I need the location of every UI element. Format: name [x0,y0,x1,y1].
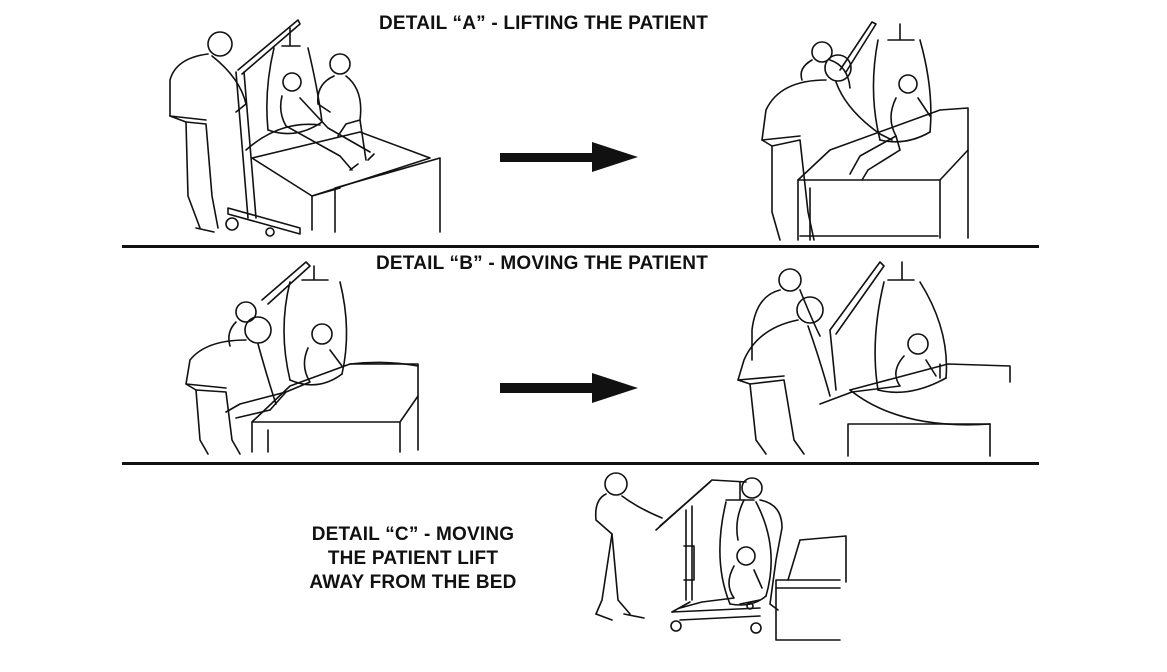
detail-b-after-illustration [738,262,1010,456]
detail-c-illustration [596,473,846,640]
right-arrow-icon [500,142,638,172]
detail-a-before-illustration [170,20,440,236]
detail-c-title: DETAIL “C” - MOVING THE PATIENT LIFT AWA… [282,523,544,595]
detail-a-after-illustration [762,22,968,240]
section-divider-1 [122,245,1039,248]
detail-c-title-line-3: AWAY FROM THE BED [309,572,517,593]
detail-b-title: DETAIL “B” - MOVING THE PATIENT [376,253,709,274]
section-divider-2 [122,462,1039,465]
right-arrow-icon [500,373,638,403]
detail-b-before-illustration [186,262,418,454]
detail-c-title-line-1: DETAIL “C” - MOVING [311,524,515,545]
detail-a-title: DETAIL “A” - LIFTING THE PATIENT [379,13,709,34]
detail-c-title-line-2: THE PATIENT LIFT [327,548,499,569]
